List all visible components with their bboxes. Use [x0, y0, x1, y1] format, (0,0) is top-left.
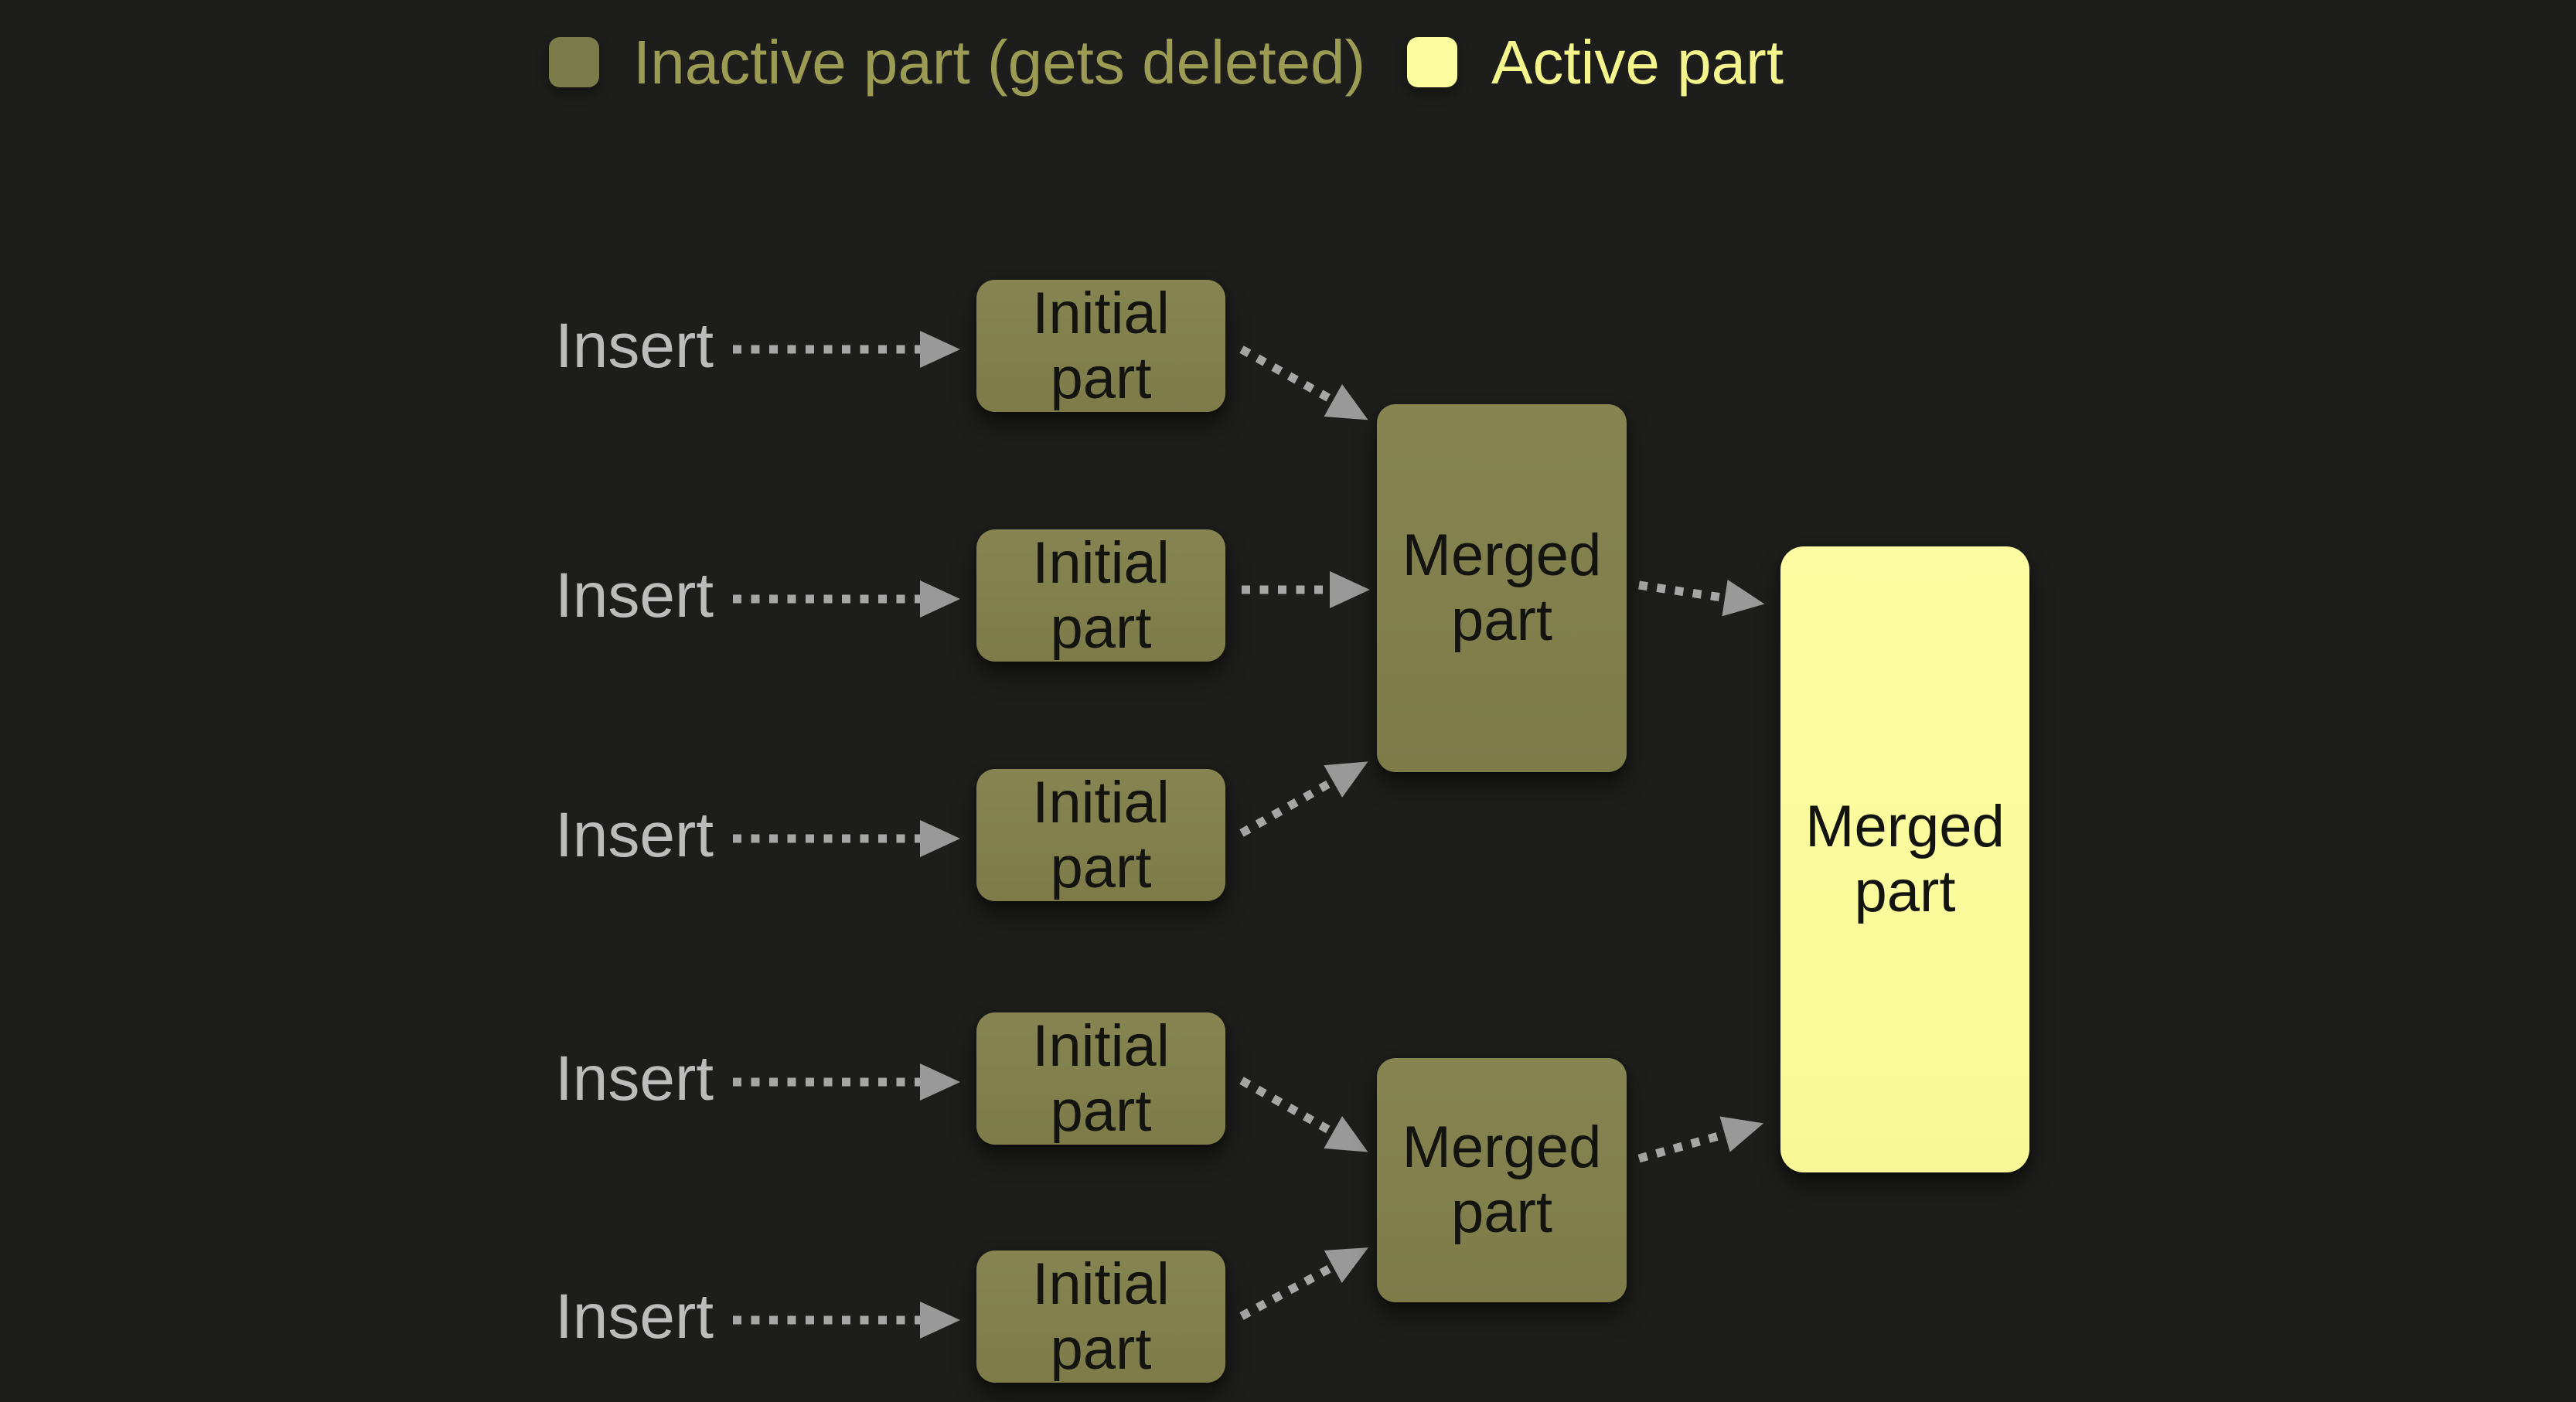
final-merged-part-box: Merged part — [1780, 546, 2029, 1172]
insert-label-5: Insert — [555, 1281, 714, 1352]
arrow-initial5-to-merged2 — [1239, 1247, 1368, 1320]
final-merged-part-label: Merged part — [1805, 794, 2005, 924]
merged-part-label: Merged part — [1402, 1114, 1602, 1245]
initial-part-label: Initial part — [1032, 280, 1170, 411]
initial-part-box-2: Initial part — [976, 529, 1225, 662]
legend-label-active: Active part — [1491, 27, 1784, 97]
initial-part-box-1: Initial part — [976, 280, 1225, 412]
initial-part-label: Initial part — [1032, 1012, 1170, 1144]
arrow-merged1-to-final — [1638, 579, 1765, 617]
insert-label-2: Insert — [555, 560, 714, 631]
arrow-initial3-to-merged1 — [1239, 761, 1368, 837]
active-part-swatch-icon — [1407, 37, 1457, 87]
initial-part-label: Initial part — [1032, 529, 1170, 661]
initial-part-box-5: Initial part — [976, 1251, 1225, 1383]
legend-item-inactive: Inactive part (gets deleted) — [549, 31, 1365, 93]
arrow-initial4-to-merged2 — [1239, 1077, 1368, 1152]
initial-part-label: Initial part — [1032, 1251, 1170, 1382]
initial-part-label: Initial part — [1032, 769, 1170, 900]
merged-part-box-1: Merged part — [1377, 404, 1627, 772]
merged-part-label: Merged part — [1402, 522, 1602, 653]
inactive-part-swatch-icon — [549, 37, 599, 87]
legend-label-inactive: Inactive part (gets deleted) — [633, 27, 1366, 97]
merged-part-box-2: Merged part — [1377, 1058, 1627, 1302]
initial-part-box-3: Initial part — [976, 769, 1225, 901]
insert-label-3: Insert — [555, 800, 714, 870]
initial-part-box-4: Initial part — [976, 1012, 1225, 1145]
legend-item-active: Active part — [1407, 31, 1784, 93]
insert-label-4: Insert — [555, 1043, 714, 1114]
insert-label-1: Insert — [555, 311, 714, 381]
arrow-initial1-to-merged1 — [1239, 345, 1368, 420]
arrow-merged2-to-final — [1637, 1116, 1764, 1163]
